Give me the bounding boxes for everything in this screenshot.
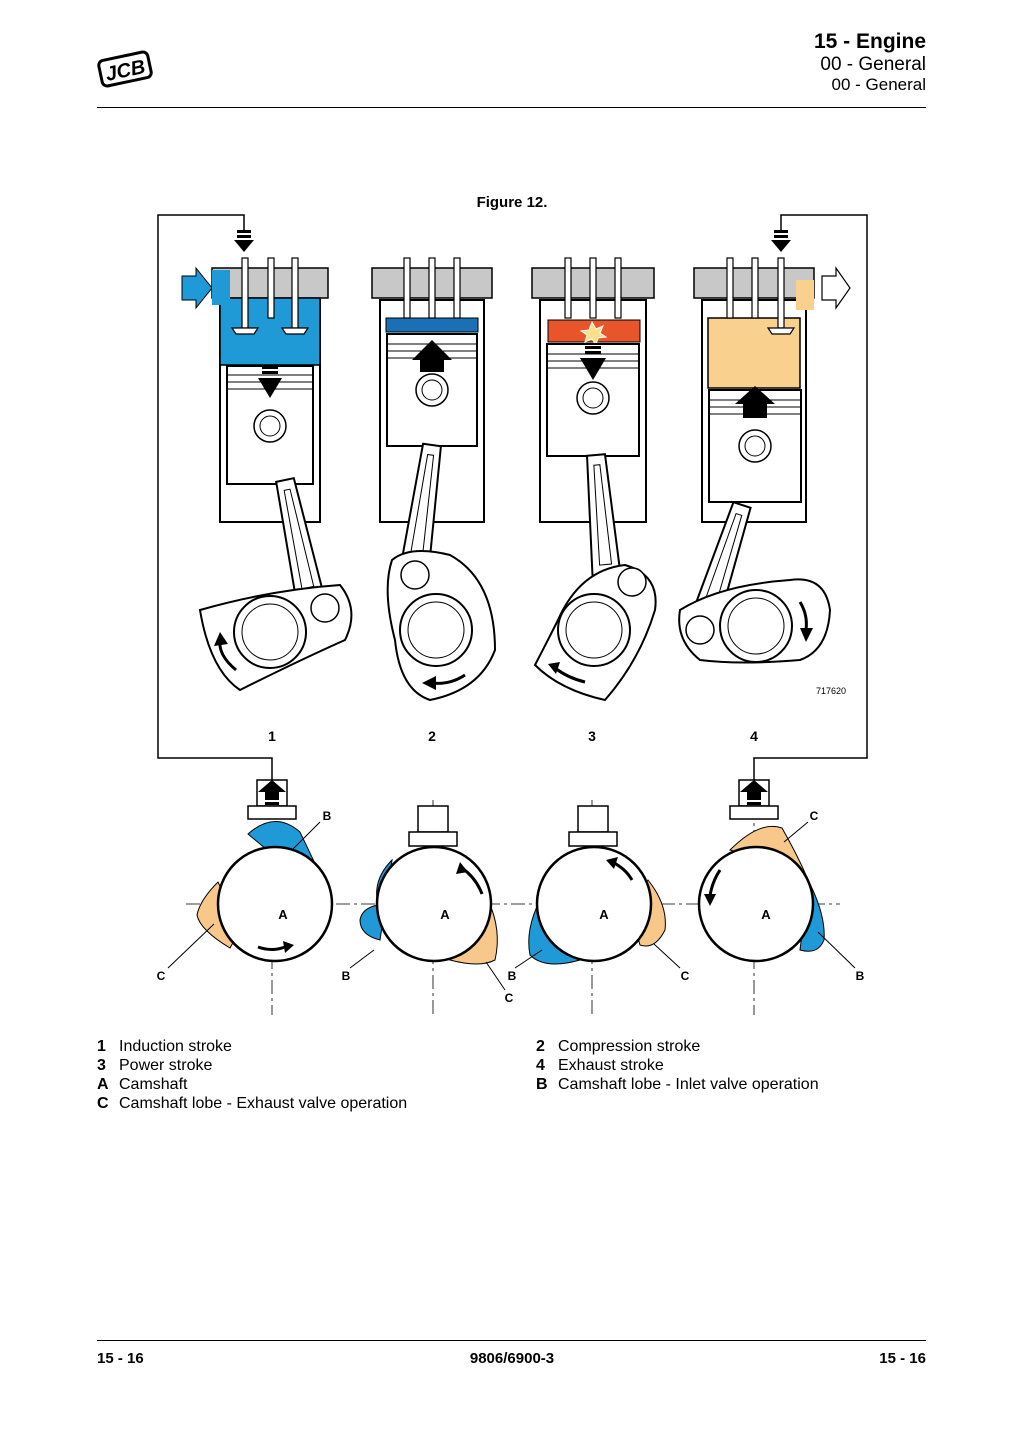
lobe-label: B — [508, 969, 517, 983]
callout-leader-lines — [167, 821, 856, 991]
lobe-label: C — [810, 809, 819, 823]
subsection-title: 00 - General — [820, 54, 926, 75]
figure-ref-number: 717620 — [816, 686, 846, 696]
footer-page-right: 15 - 16 — [879, 1350, 926, 1367]
valve-push-arrow-icon — [771, 230, 791, 252]
camshaft-label: A — [278, 907, 288, 922]
lobe-label: C — [681, 969, 690, 983]
stage-label-4: 4 — [750, 728, 758, 744]
topic-title: 00 - General — [831, 75, 927, 94]
jcb-logo: JCB — [97, 50, 153, 88]
stage-label-3: 3 — [588, 728, 596, 744]
intake-arrow-icon — [181, 266, 213, 310]
lobe-label: B — [323, 809, 332, 823]
exhaust-arrow-icon — [821, 266, 851, 310]
valve-linkage-lines — [157, 214, 868, 780]
lobe-label: C — [505, 991, 514, 1005]
camshaft-4 — [697, 779, 825, 963]
lobe-label: B — [342, 969, 351, 983]
header-rule — [97, 107, 926, 108]
page-header: 15 - Engine 00 - General 00 - General — [814, 30, 926, 94]
camshaft-2 — [359, 805, 498, 965]
cylinder-4 — [678, 257, 832, 664]
camshaft-label: A — [761, 907, 771, 922]
camshaft-3 — [528, 805, 666, 965]
camshaft-label: A — [440, 907, 450, 922]
footer-page-left: 15 - 16 — [97, 1350, 144, 1367]
figure-title: Figure 12. — [476, 194, 548, 211]
cylinder-1 — [198, 257, 353, 692]
footer-rule — [97, 1340, 926, 1341]
valve-push-arrow-icon — [234, 230, 254, 252]
footer-doc-number: 9806/6900-3 — [469, 1350, 555, 1367]
camshaft-label: A — [599, 907, 609, 922]
section-title: 15 - Engine — [813, 30, 926, 53]
cylinder-3 — [531, 257, 657, 702]
stage-label-1: 1 — [268, 728, 276, 744]
cylinder-2 — [371, 257, 497, 702]
lobe-label: C — [157, 969, 166, 983]
camshaft-1 — [196, 779, 334, 963]
lobe-label: B — [856, 969, 865, 983]
stage-label-2: 2 — [428, 728, 436, 744]
